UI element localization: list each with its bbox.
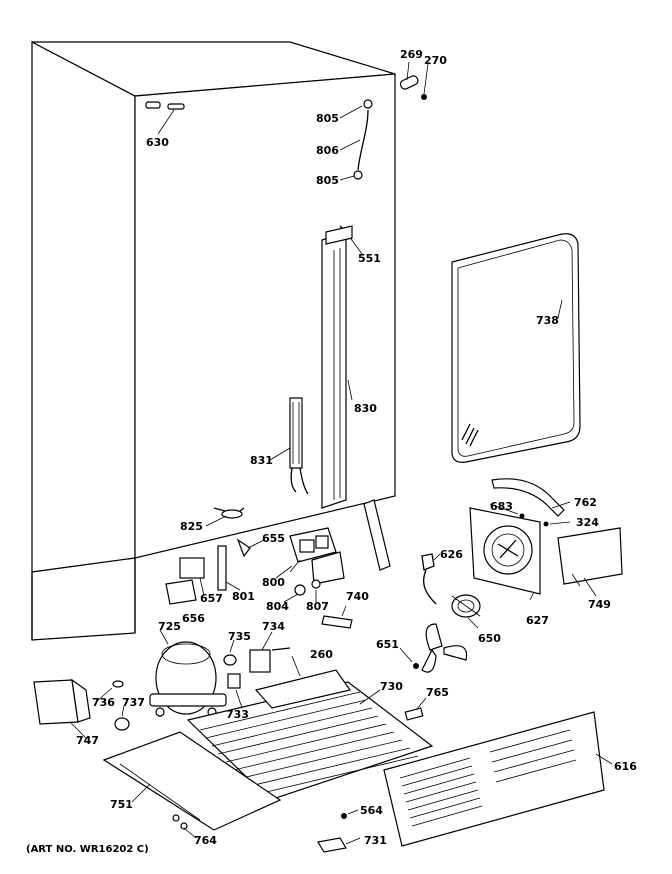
label-806: 806: [316, 144, 339, 157]
label-805-bottom: 805: [316, 174, 339, 187]
label-751: 751: [110, 798, 133, 811]
part-650-motor: [451, 594, 481, 618]
part-738-gasket: [451, 233, 581, 463]
art-number: (ART NO. WR16202 C): [26, 844, 149, 855]
label-657: 657: [200, 592, 223, 605]
label-630: 630: [146, 136, 169, 149]
label-733: 733: [226, 708, 249, 721]
label-626: 626: [440, 548, 463, 561]
label-747: 747: [76, 734, 99, 747]
label-650: 650: [478, 632, 501, 645]
label-740: 740: [346, 590, 369, 603]
part-564-731-764: [172, 813, 347, 853]
part-762-tube: [491, 478, 565, 527]
part-655-800-valve: [236, 527, 345, 596]
label-627: 627: [526, 614, 549, 627]
part-627-shroud: [469, 507, 541, 601]
label-737: 737: [122, 696, 145, 709]
label-830: 830: [354, 402, 377, 415]
part-725-compressor: [149, 641, 227, 717]
label-270: 270: [424, 54, 447, 67]
part-651-fan-blade: [413, 623, 468, 673]
label-269: 269: [400, 48, 423, 61]
part-730-condenser: [186, 669, 434, 801]
part-626-wire: [421, 553, 441, 605]
part-765-clip: [404, 707, 424, 721]
label-765: 765: [426, 686, 449, 699]
label-260: 260: [310, 648, 333, 661]
cabinet-leg-bracket: [363, 499, 391, 571]
label-683: 683: [490, 500, 513, 513]
label-616: 616: [614, 760, 637, 773]
label-825: 825: [180, 520, 203, 533]
label-764: 764: [194, 834, 217, 847]
part-805-806-tube: [339, 99, 373, 181]
label-551: 551: [358, 252, 381, 265]
label-731: 731: [364, 834, 387, 847]
part-657-656-relay: [165, 545, 227, 605]
label-655: 655: [262, 532, 285, 545]
part-616-grille: [383, 711, 605, 847]
label-725: 725: [158, 620, 181, 633]
label-738: 738: [536, 314, 559, 327]
label-804: 804: [266, 600, 289, 613]
leader-lines: [69, 501, 613, 845]
part-630-clip: [145, 101, 185, 135]
label-564: 564: [360, 804, 383, 817]
label-730: 730: [380, 680, 403, 693]
part-269-270-hardware: [399, 61, 429, 100]
label-324: 324: [576, 516, 599, 529]
part-830-channel: [321, 225, 353, 509]
label-807: 807: [306, 600, 329, 613]
label-736: 736: [92, 696, 115, 709]
label-762: 762: [574, 496, 597, 509]
label-805-top: 805: [316, 112, 339, 125]
part-747-cover: [33, 678, 91, 725]
part-736-737-hardware: [112, 680, 130, 731]
part-749-cover: [557, 527, 623, 587]
label-656: 656: [182, 612, 205, 625]
part-751-base-pan: [102, 731, 282, 831]
label-800: 800: [262, 576, 285, 589]
part-labels: 269 270 630 805 806 805 551 738 830 831 …: [26, 48, 637, 855]
label-735: 735: [228, 630, 251, 643]
part-735-733-734: [223, 647, 291, 689]
label-831: 831: [250, 454, 273, 467]
label-734: 734: [262, 620, 285, 633]
label-749: 749: [588, 598, 611, 611]
part-825-clip: [205, 507, 245, 527]
part-831-harness: [269, 397, 309, 495]
part-740-bracket: [321, 605, 353, 629]
label-801: 801: [232, 590, 255, 603]
label-651: 651: [376, 638, 399, 651]
